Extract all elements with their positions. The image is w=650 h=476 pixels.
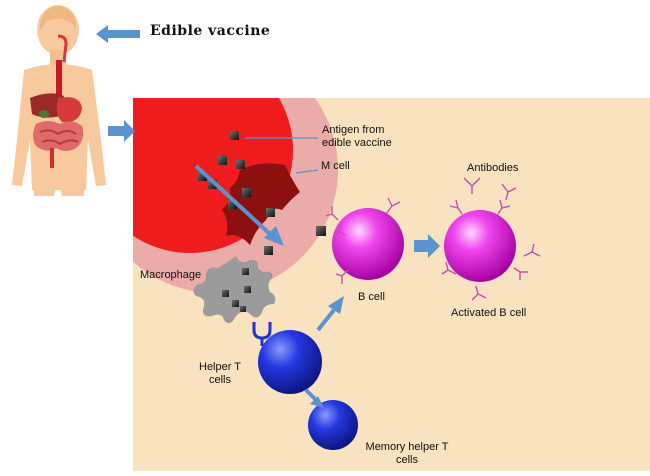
title-arrow bbox=[96, 25, 140, 43]
b-cell bbox=[332, 208, 404, 280]
helper-t-label: Helper T cells bbox=[199, 361, 241, 386]
m-cell-label: M cell bbox=[321, 160, 350, 172]
body-to-panel-arrow bbox=[108, 120, 135, 142]
macrophage-label: Macrophage bbox=[140, 269, 202, 281]
human-body-figure bbox=[12, 5, 106, 196]
transcytosis-arrow bbox=[194, 164, 284, 246]
antibodies-label: Antibodies bbox=[467, 162, 519, 174]
tcr-receptor bbox=[252, 322, 272, 346]
gut-tissue bbox=[133, 98, 338, 293]
antigen-label: Antigen from edible vaccine bbox=[322, 124, 392, 149]
memory-helper-label: Memory helper T cells bbox=[365, 441, 449, 466]
helper-t-cell bbox=[258, 330, 322, 394]
activated-b-cell bbox=[444, 210, 516, 282]
b-cell-receptors bbox=[325, 197, 401, 284]
t-to-b-arrow bbox=[316, 296, 344, 332]
memory-helper-t-cell bbox=[308, 400, 358, 450]
activated-b-cell-label: Activated B cell bbox=[451, 307, 527, 319]
title-label: Edible vaccine bbox=[150, 23, 271, 39]
macrophage bbox=[193, 256, 276, 324]
m-cell bbox=[222, 163, 300, 245]
antibodies bbox=[441, 177, 541, 301]
t-to-memory-arrow bbox=[304, 388, 324, 408]
b-to-activated-arrow bbox=[414, 234, 440, 258]
antigen-cubes bbox=[198, 131, 326, 255]
b-cell-label: B cell bbox=[358, 291, 385, 303]
